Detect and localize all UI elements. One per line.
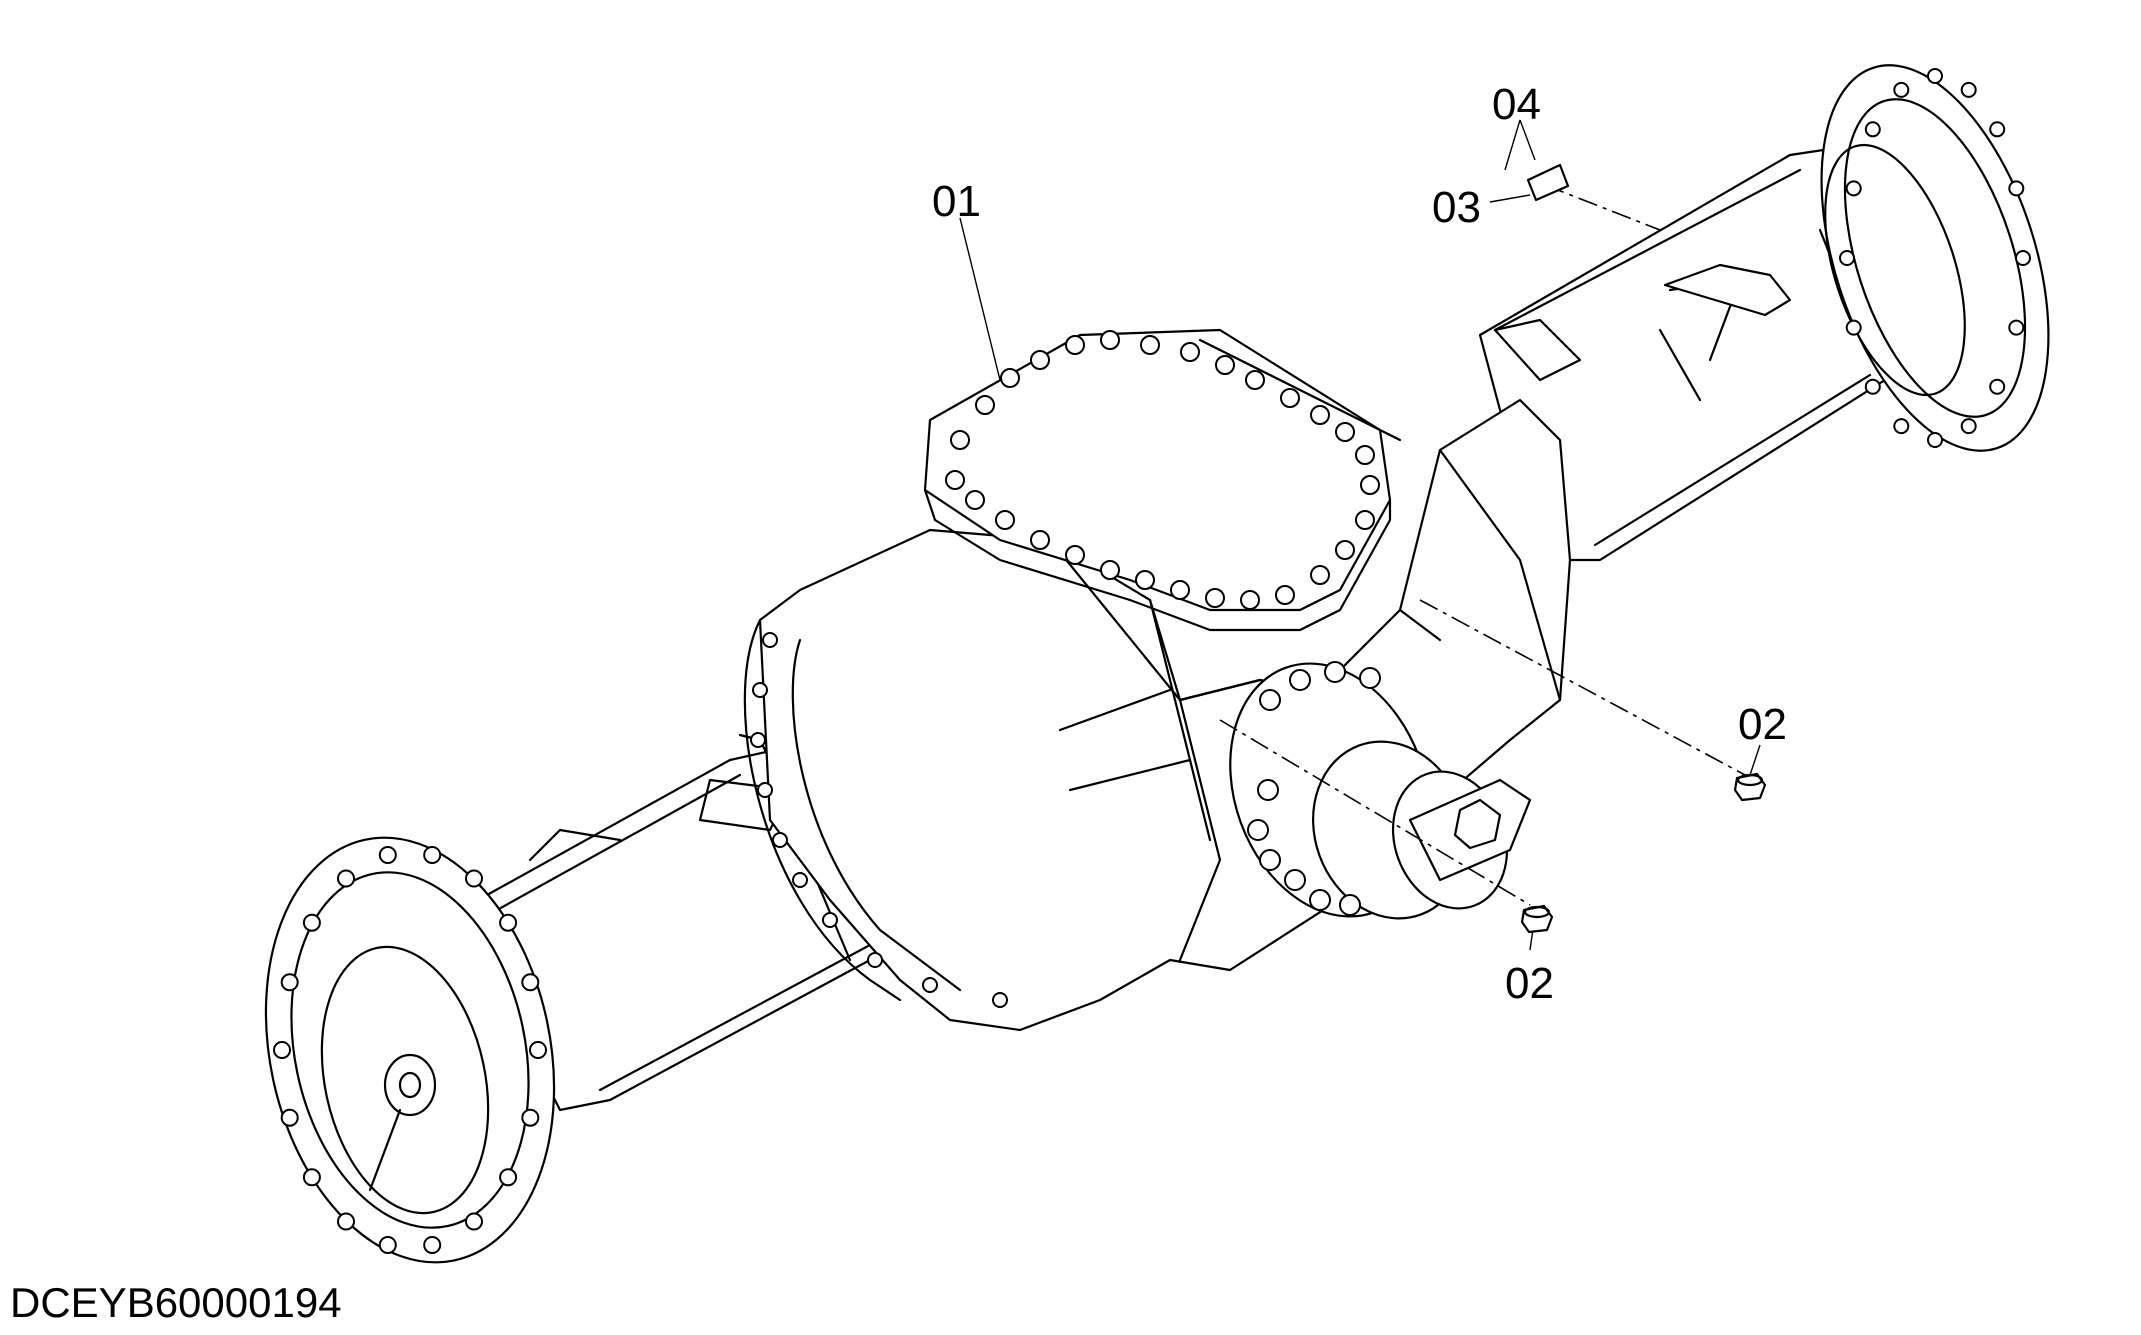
yoke-bolt — [1359, 667, 1381, 689]
flange-hole-left — [280, 1108, 299, 1127]
housing-bolt-hole — [992, 992, 1008, 1008]
cover-bolt — [1180, 342, 1200, 362]
input-yoke — [1229, 662, 1532, 920]
flange-hole-right — [1989, 378, 2006, 395]
alignment-lines — [1219, 184, 1746, 906]
yoke-bolt — [1324, 661, 1346, 683]
flange-hole-right — [2008, 319, 2025, 336]
cover-bolt — [1030, 350, 1050, 370]
cover-bolt — [1205, 588, 1225, 608]
flange-hole-left — [378, 1236, 397, 1254]
callout-02-right: 02 — [1738, 700, 1787, 749]
cover-bolt — [1335, 540, 1355, 560]
fastener-group — [273, 68, 2031, 1254]
cover-bolt — [975, 395, 995, 415]
cover-bolt — [1240, 590, 1260, 610]
housing-bolt-hole — [762, 632, 778, 648]
flange-hole-left — [465, 869, 483, 888]
cover-bolt — [1065, 335, 1085, 355]
yoke-bolt — [1259, 849, 1281, 871]
cover-bolt — [1360, 475, 1380, 495]
housing-bolt-hole — [750, 732, 766, 748]
cover-bolt — [1275, 585, 1295, 605]
flange-hole-left — [521, 1108, 540, 1127]
flange-hole-left — [302, 1168, 321, 1187]
flange-hole-right — [1845, 180, 1862, 197]
cover-bolt — [1355, 510, 1375, 530]
cover-bolt — [965, 490, 985, 510]
cover-bolt — [995, 510, 1015, 530]
cover-bolt — [1000, 368, 1020, 388]
yoke-bolt — [1257, 779, 1279, 801]
flange-hole-right — [1845, 319, 1862, 336]
cover-bolt — [1100, 560, 1120, 580]
name-plate — [1526, 163, 1570, 202]
flange-hole-left — [529, 1041, 547, 1059]
flange-hole-right — [1927, 68, 1943, 84]
yoke-bolt — [1309, 889, 1331, 911]
flange-hole-right — [1989, 121, 2006, 138]
flange-hole-left — [280, 973, 299, 992]
housing-bolt-hole — [772, 832, 788, 848]
flange-hole-right — [1893, 418, 1910, 435]
cover-bolt — [1335, 422, 1355, 442]
flange-hole-left — [423, 1236, 442, 1254]
flange-hole-left — [337, 869, 355, 888]
flange-hole-left — [337, 1212, 355, 1231]
flange-hole-left — [423, 846, 442, 864]
housing-bolt-hole — [757, 782, 773, 798]
flange-hole-right — [1960, 81, 1977, 98]
flange-hole-left — [465, 1212, 483, 1231]
flange-hole-left — [273, 1041, 291, 1059]
yoke-bolt — [1284, 869, 1306, 891]
flange-hole-right — [2008, 180, 2025, 197]
right-wheel-flange — [1820, 64, 2050, 452]
housing-bolt-hole — [922, 977, 938, 993]
cover-bolt — [1355, 445, 1375, 465]
cover-bolt — [1310, 565, 1330, 585]
callout-01: 01 — [932, 177, 981, 226]
yoke-bolt — [1339, 894, 1361, 916]
housing-bolt-hole — [752, 682, 768, 698]
flange-hole-right — [1960, 418, 1977, 435]
flange-hole-right — [1864, 378, 1881, 395]
callout-03: 03 — [1432, 183, 1481, 232]
callout-02-lower: 02 — [1505, 959, 1554, 1008]
cover-bolt — [945, 470, 965, 490]
flange-hole-left — [302, 913, 321, 932]
plug-lower — [1520, 904, 1554, 934]
yoke-bolt — [1289, 669, 1311, 691]
flange-hole-right — [1927, 432, 1943, 448]
yoke-bolt — [1259, 689, 1281, 711]
drawing-code: DCEYB60000194 — [10, 1279, 342, 1326]
cover-bolt — [1135, 570, 1155, 590]
cover-bolt — [1245, 370, 1265, 390]
housing-bolt-hole — [792, 872, 808, 888]
flange-hole-right — [1864, 121, 1881, 138]
cover-bolt — [1215, 355, 1235, 375]
flange-hole-left — [521, 973, 540, 992]
housing-bolt-hole — [822, 912, 838, 928]
flange-hole-left — [499, 913, 518, 932]
cover-bolt — [1100, 330, 1120, 350]
flange-hole-right — [1839, 250, 1855, 266]
left-wheel-flange — [264, 836, 556, 1264]
yoke-bolt — [1247, 819, 1269, 841]
cover-bolt — [1065, 545, 1085, 565]
flange-hole-left — [378, 846, 397, 864]
flange-hole-right — [1893, 81, 1910, 98]
cover-bolt — [1170, 580, 1190, 600]
housing-bolt-hole — [867, 952, 883, 968]
flange-hole-left — [499, 1168, 518, 1187]
plug-right — [1733, 772, 1767, 802]
callout-04: 04 — [1492, 80, 1541, 129]
flange-hole-right — [2015, 250, 2031, 266]
cover-bolt — [950, 430, 970, 450]
cover-bolt — [1030, 530, 1050, 550]
cover-bolt — [1140, 335, 1160, 355]
cover-bolt — [1280, 388, 1300, 408]
cover-bolt — [1310, 405, 1330, 425]
